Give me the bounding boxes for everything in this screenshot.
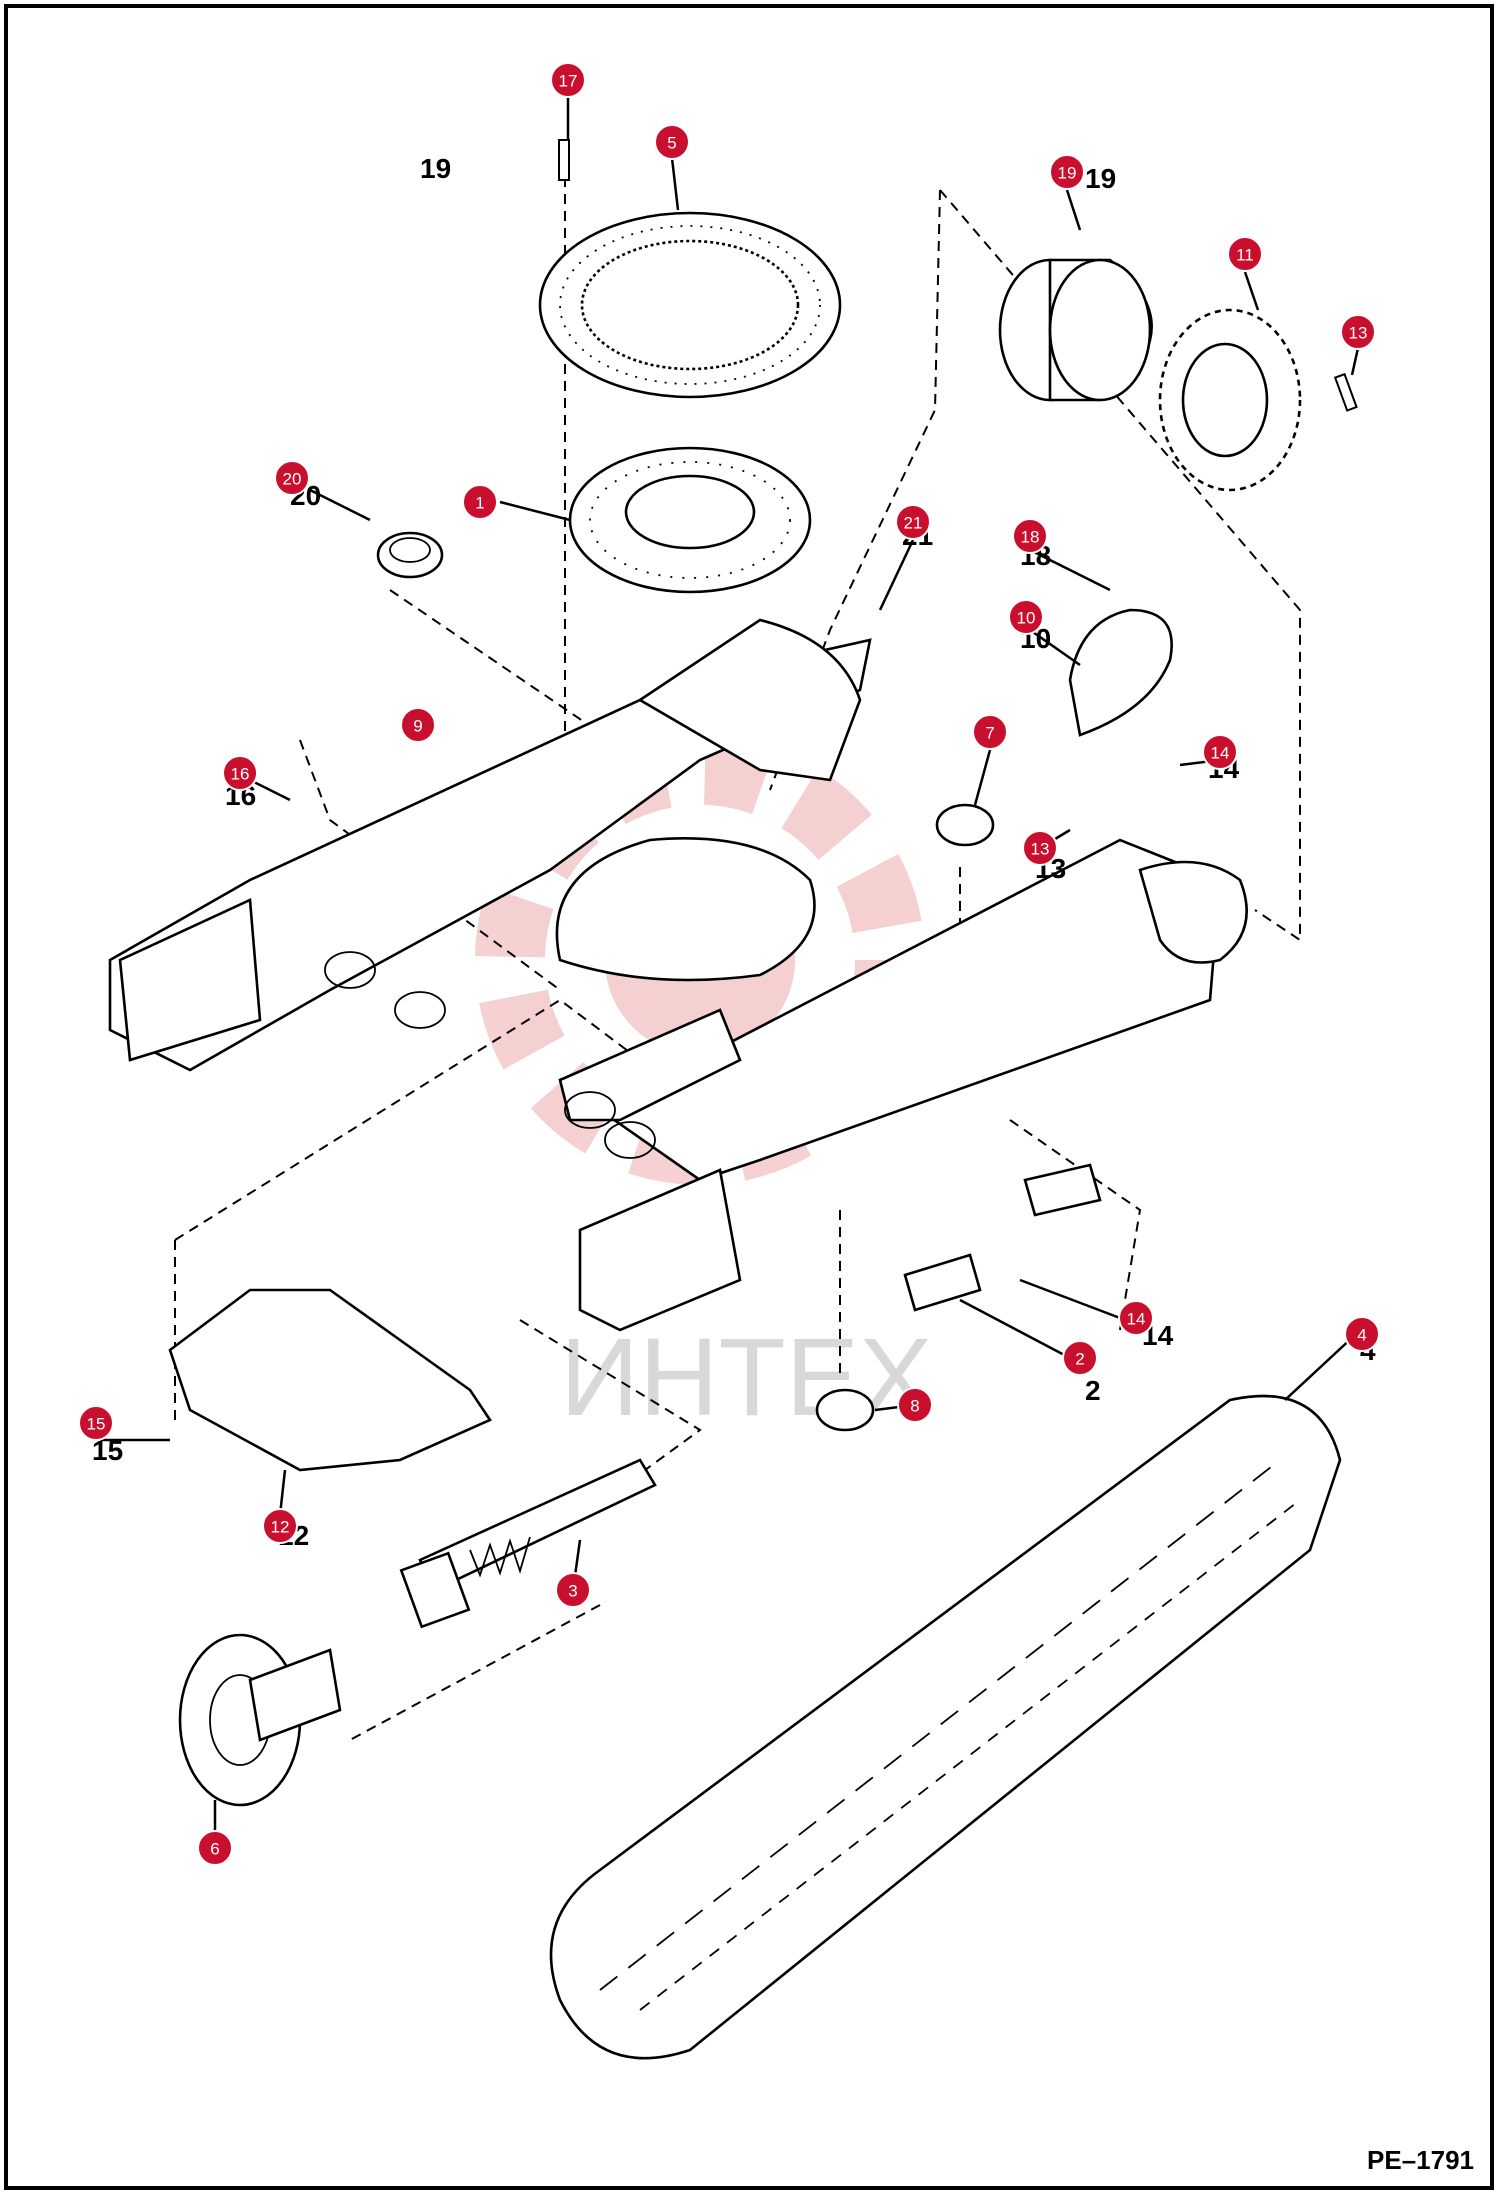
callout-circle bbox=[555, 1572, 591, 1608]
callout-15[interactable]: 15 bbox=[78, 1405, 114, 1441]
callout-label: 12 bbox=[271, 1518, 290, 1537]
callout-label: 13 bbox=[1349, 324, 1368, 343]
callout-13b[interactable]: 13 bbox=[1022, 830, 1058, 866]
front-idler bbox=[178, 1633, 342, 1807]
callout-label: 4 bbox=[1357, 1326, 1366, 1345]
callout-label: 9 bbox=[413, 717, 422, 736]
callout-label: 20 bbox=[283, 470, 302, 489]
callout-14b[interactable]: 14 bbox=[1118, 1300, 1154, 1336]
callout-6[interactable]: 6 bbox=[197, 1830, 233, 1866]
callout-circle bbox=[274, 460, 310, 496]
callout-label: 21 bbox=[904, 514, 923, 533]
callout-2[interactable]: 2 bbox=[1062, 1340, 1098, 1376]
callout-label: 8 bbox=[910, 1397, 919, 1416]
callout-label: 14 bbox=[1127, 1310, 1146, 1329]
callout-4[interactable]: 4 bbox=[1344, 1316, 1380, 1352]
callout-circle bbox=[262, 1508, 298, 1544]
callout-label: 2 bbox=[1075, 1350, 1084, 1369]
bottom-cover-plate bbox=[168, 1288, 492, 1472]
callout-3[interactable]: 3 bbox=[555, 1572, 591, 1608]
callout-label: 19 bbox=[1058, 164, 1077, 183]
ghost-num: 19 bbox=[1085, 163, 1116, 194]
callout-circle bbox=[895, 504, 931, 540]
callout-19[interactable]: 19 bbox=[1049, 154, 1085, 190]
callout-circle bbox=[1022, 830, 1058, 866]
reference-code: PE–1791 bbox=[1367, 2145, 1474, 2175]
callout-12[interactable]: 12 bbox=[262, 1508, 298, 1544]
callout-8[interactable]: 8 bbox=[897, 1387, 933, 1423]
callout-9[interactable]: 9 bbox=[400, 707, 436, 743]
ghost-num: 2 bbox=[1085, 1375, 1101, 1406]
callout-label: 14 bbox=[1211, 744, 1230, 763]
callout-18[interactable]: 18 bbox=[1012, 518, 1048, 554]
callout-circle bbox=[1008, 599, 1044, 635]
travel-motor bbox=[998, 258, 1153, 402]
callout-7[interactable]: 7 bbox=[972, 714, 1008, 750]
motor-cover bbox=[1068, 608, 1173, 737]
callout-label: 7 bbox=[985, 724, 994, 743]
callout-label: 16 bbox=[231, 765, 250, 784]
callout-17[interactable]: 17 bbox=[550, 62, 586, 98]
callout-21[interactable]: 21 bbox=[895, 504, 931, 540]
callout-label: 6 bbox=[210, 1840, 219, 1859]
bolt-13-top bbox=[1333, 372, 1358, 412]
callout-circle bbox=[1344, 1316, 1380, 1352]
bolt-17 bbox=[558, 139, 570, 181]
callout-label: 10 bbox=[1017, 609, 1036, 628]
roller-7 bbox=[935, 803, 995, 847]
callout-circle bbox=[897, 1387, 933, 1423]
callout-circle bbox=[1202, 734, 1238, 770]
callout-1[interactable]: 1 bbox=[462, 484, 498, 520]
callout-16[interactable]: 16 bbox=[222, 755, 258, 791]
callout-14a[interactable]: 14 bbox=[1202, 734, 1238, 770]
callout-label: 15 bbox=[87, 1415, 106, 1434]
callout-label: 13 bbox=[1031, 840, 1050, 859]
callout-circle bbox=[222, 755, 258, 791]
callout-circle bbox=[1012, 518, 1048, 554]
callout-10[interactable]: 10 bbox=[1008, 599, 1044, 635]
roller-8 bbox=[815, 1388, 875, 1432]
callout-label: 11 bbox=[1236, 246, 1254, 265]
callout-label: 17 bbox=[559, 72, 578, 91]
callout-circle bbox=[1340, 314, 1376, 350]
callout-label: 5 bbox=[667, 134, 676, 153]
callout-label: 1 bbox=[475, 494, 484, 513]
border bbox=[4, 4, 1494, 2190]
callout-circle bbox=[78, 1405, 114, 1441]
callout-circle bbox=[1062, 1340, 1098, 1376]
callout-circle bbox=[400, 707, 436, 743]
callout-markers: 17 5 19 11 13 20 1 21 18 10 9 7 14 16 13 14 2 4 8 15 12 3 6 bbox=[78, 62, 1380, 1866]
callout-circle bbox=[654, 124, 690, 160]
callout-circle bbox=[972, 714, 1008, 750]
rubber-track bbox=[549, 1394, 1342, 2060]
callout-circle bbox=[1049, 154, 1085, 190]
access-plates bbox=[903, 1163, 1102, 1312]
ghost-num: 19 bbox=[420, 153, 451, 184]
callout-circle bbox=[550, 62, 586, 98]
callout-circle bbox=[462, 484, 498, 520]
callout-5[interactable]: 5 bbox=[654, 124, 690, 160]
callout-circle bbox=[197, 1830, 233, 1866]
callout-label: 18 bbox=[1021, 528, 1040, 547]
slew-ring bbox=[538, 211, 842, 399]
callout-11[interactable]: 11 bbox=[1227, 236, 1263, 272]
callout-13a[interactable]: 13 bbox=[1340, 314, 1376, 350]
callout-20[interactable]: 20 bbox=[274, 460, 310, 496]
seal-ring bbox=[376, 531, 444, 579]
callout-circle bbox=[1118, 1300, 1154, 1336]
callout-label: 3 bbox=[568, 1582, 577, 1601]
track-adjuster bbox=[399, 1458, 657, 1629]
drive-sprocket bbox=[1158, 308, 1302, 492]
callout-circle bbox=[1227, 236, 1263, 272]
undercarriage-frame bbox=[108, 618, 1248, 1332]
bearing-plate bbox=[568, 446, 812, 594]
